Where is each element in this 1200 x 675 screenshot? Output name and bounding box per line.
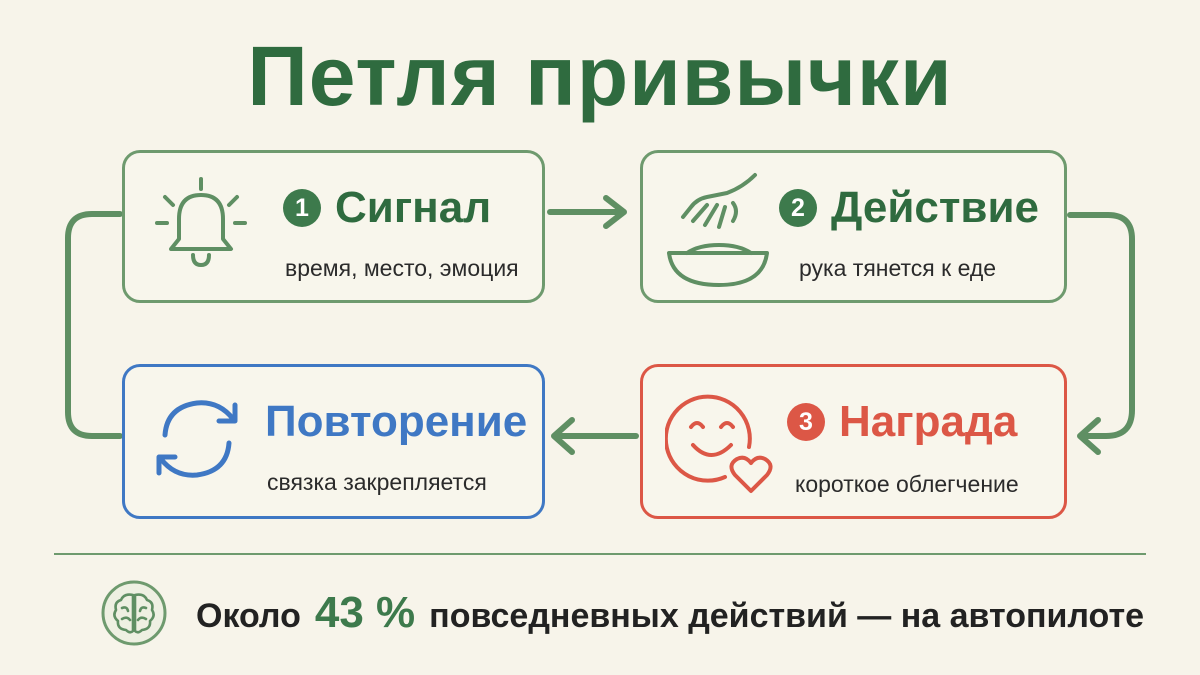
step-label: Награда	[839, 397, 1018, 446]
footer-stat: Около 43 % повседневных действий — на ав…	[100, 578, 1144, 648]
step-card-repeat: Повторение связка закрепляется	[122, 364, 545, 519]
step-label: Повторение	[265, 397, 528, 446]
diagram-title: Петля привычки	[247, 29, 953, 123]
step-label: Действие	[831, 183, 1039, 232]
step-card-action: 2 Действие рука тянется к еде	[640, 150, 1067, 303]
footer-prefix: Около	[196, 597, 301, 635]
hand-bowl-icon	[667, 173, 769, 287]
step-card-reward: 3 Награда короткое облегчение	[640, 364, 1067, 519]
footer-suffix: повседневных действий — на автопилоте	[429, 597, 1145, 635]
step-label: Сигнал	[335, 183, 492, 232]
cycle-arrows-icon	[156, 400, 238, 478]
smile-heart-icon	[665, 394, 773, 493]
step-description: короткое облегчение	[795, 471, 1019, 497]
step-description: рука тянется к еде	[799, 255, 997, 281]
step-description: связка закрепляется	[267, 469, 487, 495]
bell-icon	[155, 177, 247, 267]
footer-stat-value: 43 %	[314, 588, 416, 637]
arrow-action-to-reward	[1067, 212, 1135, 439]
step-number-badge: 3	[787, 403, 825, 441]
brain-icon	[101, 580, 167, 646]
step-description: время, место, эмоция	[285, 255, 519, 281]
step-card-signal: 1 Сигнал время, место, эмоция	[122, 150, 545, 303]
arrow-repeat-to-signal	[65, 211, 123, 439]
step-number-badge: 2	[779, 189, 817, 227]
step-number-badge: 1	[283, 189, 321, 227]
footer-divider	[54, 553, 1146, 555]
